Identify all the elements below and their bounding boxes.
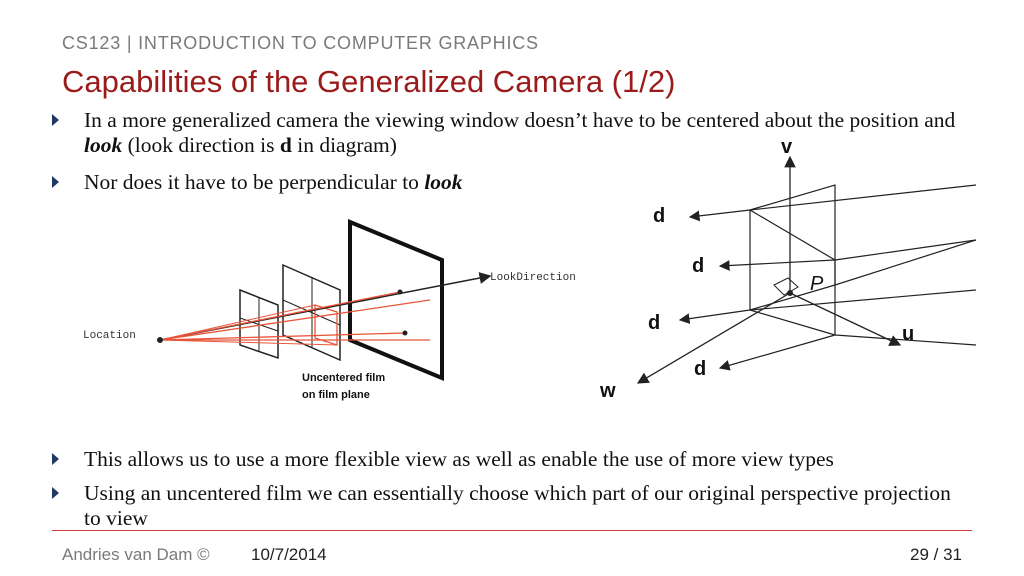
- triangle-right-icon: [52, 487, 59, 499]
- caption-line-1: Uncentered film: [302, 372, 385, 384]
- camera-axes-diagram: v u w P d d d d: [599, 136, 976, 402]
- footer-author: Andries van Dam ©: [62, 545, 210, 564]
- triangle-right-icon: [52, 176, 59, 188]
- bullet-text: Using an uncentered film we can essentia…: [84, 481, 951, 530]
- d-label: d: [653, 205, 665, 227]
- course-header: CS123 | INTRODUCTION TO COMPUTER GRAPHIC…: [62, 33, 539, 53]
- bullet-item: Nor does it have to be perpendicular to …: [52, 170, 612, 195]
- uncentered-film-diagram: Location LookDirection Uncentered film o…: [83, 219, 576, 401]
- bullet-item: Using an uncentered film we can essentia…: [52, 481, 952, 531]
- footer-rule: [52, 530, 972, 531]
- bullet-text: In a more generalized camera the viewing…: [84, 108, 956, 157]
- caption-line-2: on film plane: [302, 389, 370, 401]
- bullet-item: This allows us to use a more flexible vi…: [52, 447, 982, 472]
- bullet-text: This allows us to use a more flexible vi…: [84, 447, 834, 471]
- d-label: d: [692, 255, 704, 277]
- v-axis-label: v: [781, 136, 793, 158]
- bullet-text: Nor does it have to be perpendicular to …: [84, 170, 463, 194]
- bullet-item: In a more generalized camera the viewing…: [52, 108, 962, 158]
- d-label: d: [694, 358, 706, 380]
- location-label: Location: [83, 330, 136, 342]
- footer-date: 10/7/2014: [251, 545, 327, 564]
- triangle-right-icon: [52, 114, 59, 126]
- slide-title: Capabilities of the Generalized Camera (…: [62, 64, 676, 99]
- p-point-label: P: [810, 273, 824, 295]
- page-number: 29 / 31: [910, 545, 962, 564]
- w-axis-label: w: [599, 380, 616, 402]
- look-direction-label: LookDirection: [490, 272, 576, 284]
- d-label: d: [648, 312, 660, 334]
- triangle-right-icon: [52, 453, 59, 465]
- u-axis-label: u: [902, 323, 914, 345]
